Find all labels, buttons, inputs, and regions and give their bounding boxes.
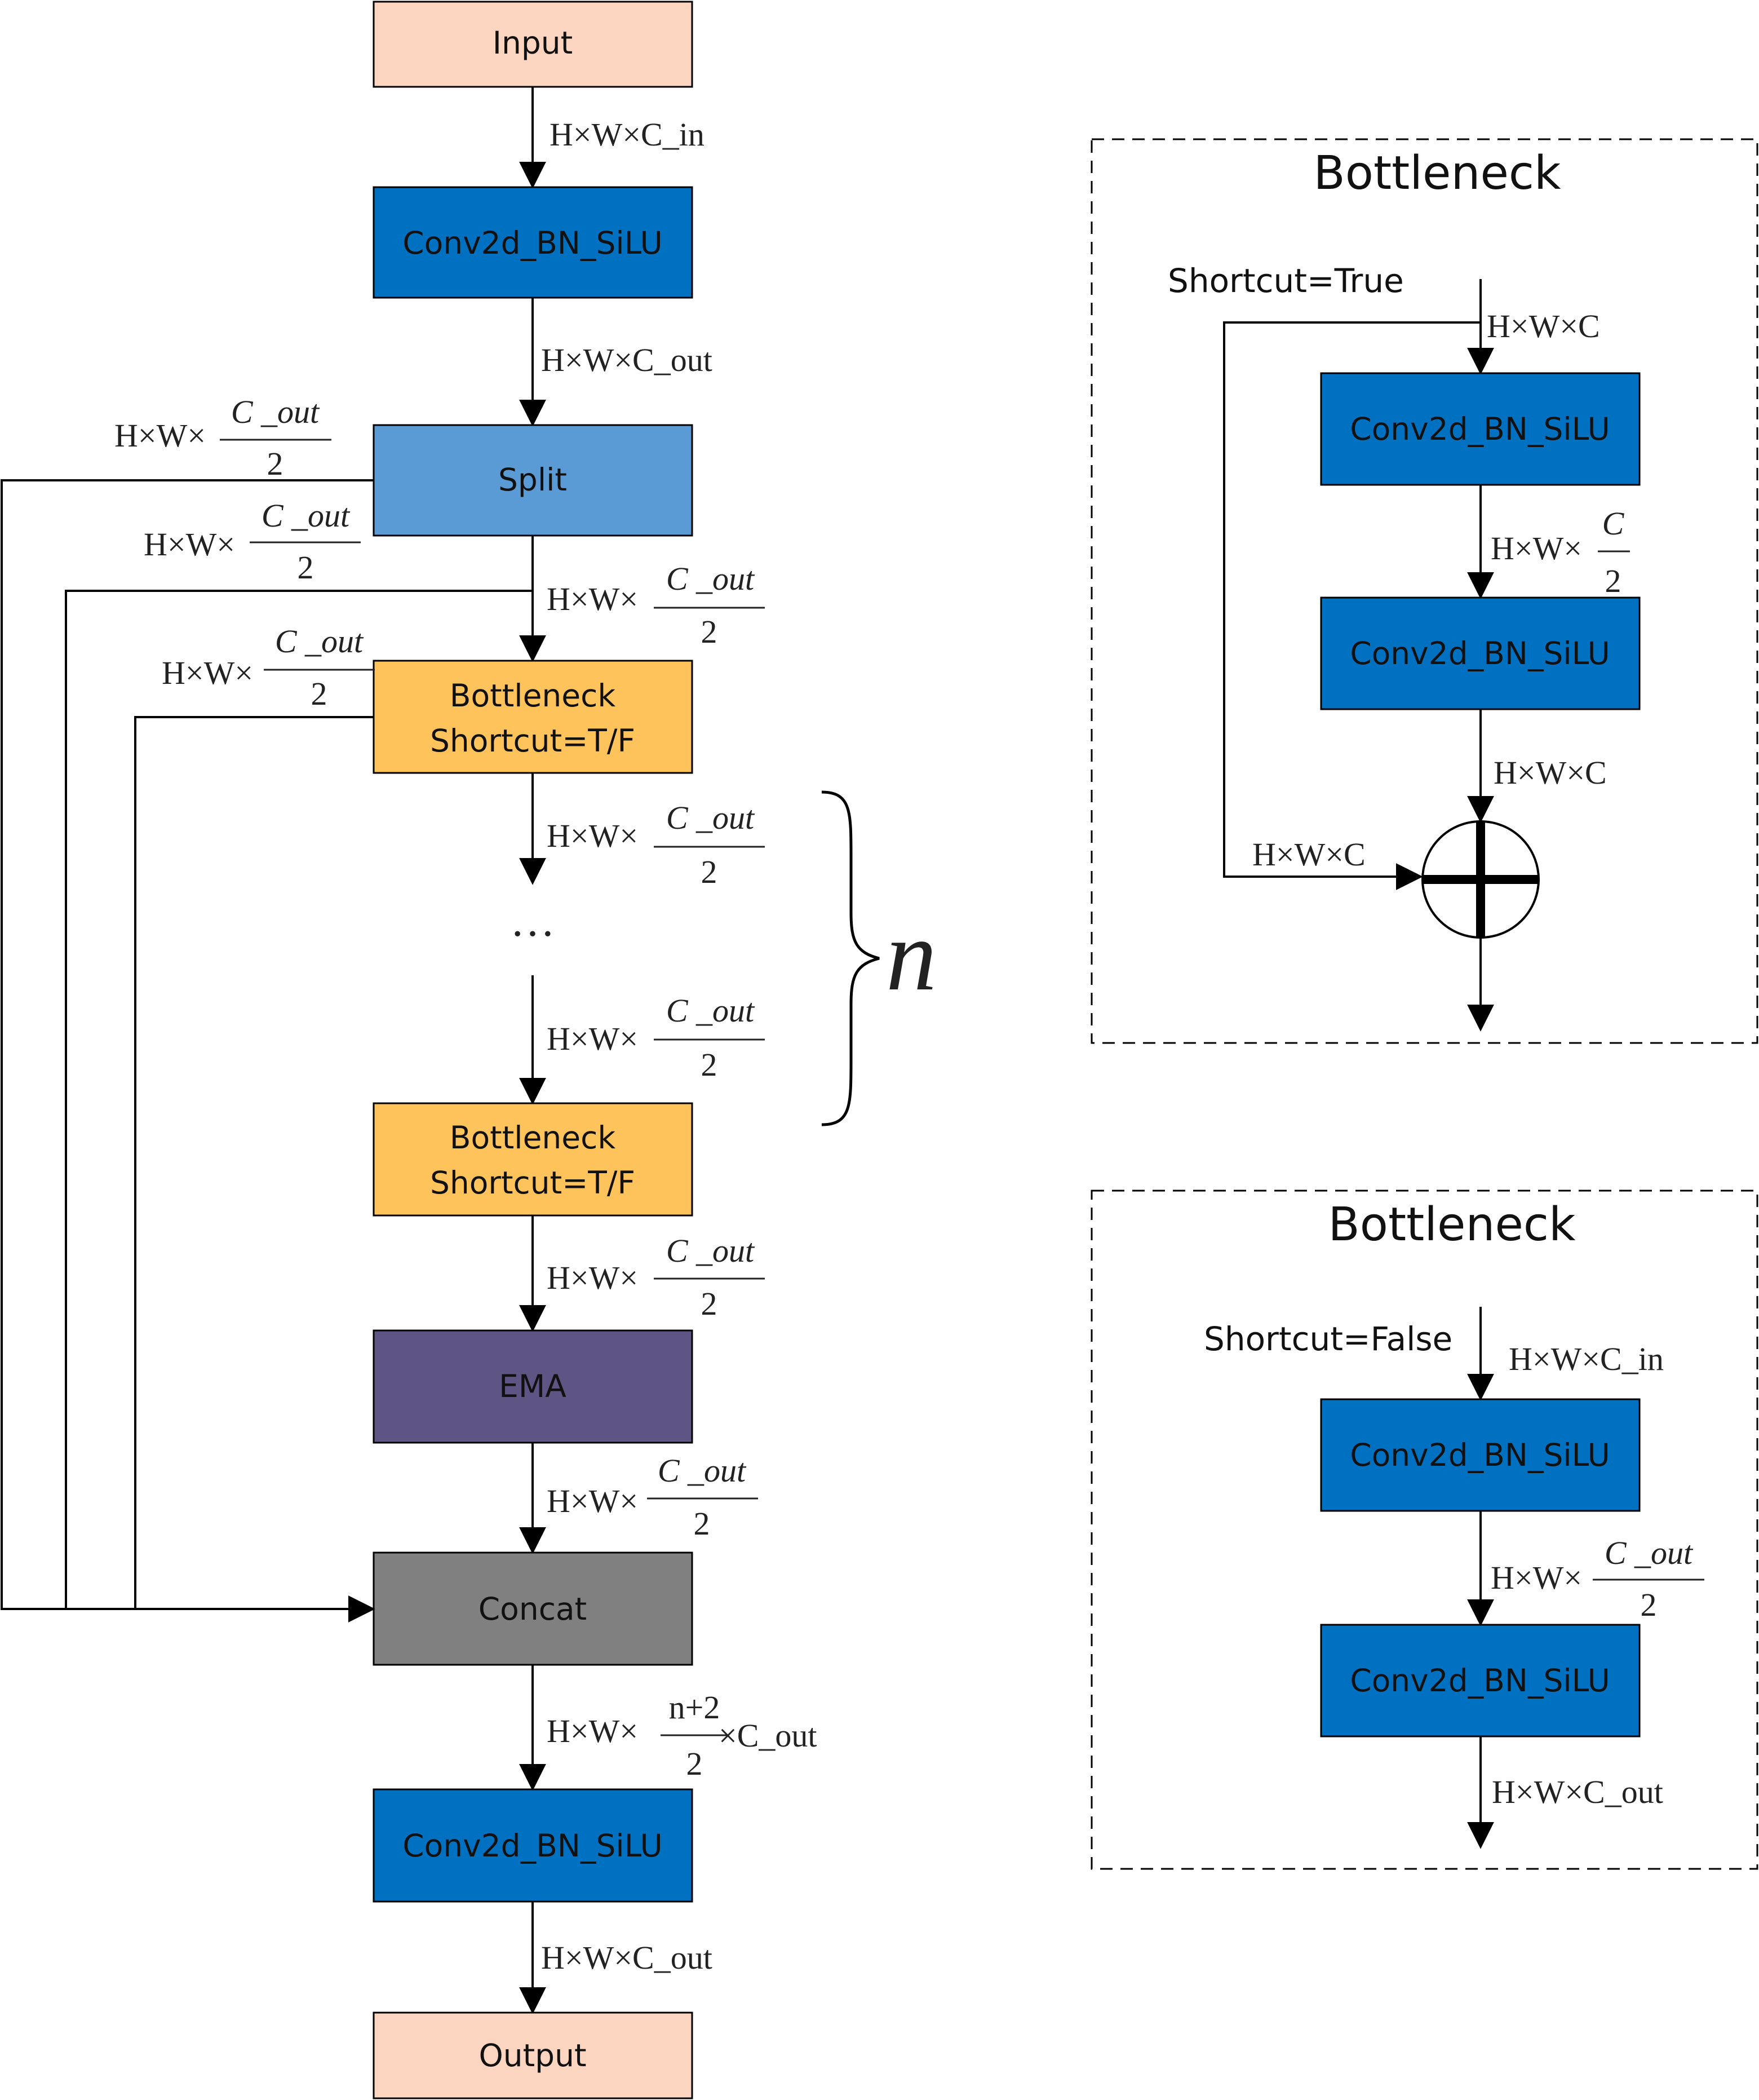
conv-top-label: Conv2d_BN_SiLU: [402, 225, 663, 261]
bt-label-c-frac: H×W× C 2: [1491, 505, 1630, 599]
bt-conv2-box: [1320, 596, 1641, 710]
svg-text:2: 2: [686, 1745, 703, 1782]
split-label: Split: [498, 462, 567, 498]
concat-box: [373, 1551, 693, 1666]
bottleneck-false-shortcut: Shortcut=False: [1204, 1320, 1452, 1358]
label-skip-outer-frac: H×W× C _out 2: [114, 394, 331, 482]
svg-text:H×W×: H×W×: [162, 655, 253, 691]
bottleneck1-label-1: Bottleneck: [450, 678, 616, 714]
svg-text:2: 2: [701, 854, 717, 890]
output-box: [373, 2011, 693, 2099]
label-hwc-in: H×W×C_in: [550, 116, 705, 153]
svg-text:n+2: n+2: [669, 1689, 720, 1726]
bottleneck-true-frame: [1091, 138, 1758, 1044]
label-skip-inner-frac: H×W× C _out 2: [162, 623, 375, 712]
label-split-b1-frac: H×W× C _out 2: [547, 560, 765, 650]
svg-text:C _out: C _out: [658, 1452, 747, 1489]
svg-text:2: 2: [701, 613, 717, 650]
bt-conv2-label: Conv2d_BN_SiLU: [1350, 635, 1610, 671]
svg-text:2: 2: [701, 1285, 717, 1322]
svg-text:×C_out: ×C_out: [719, 1717, 817, 1754]
bottleneck-true-shortcut: Shortcut=True: [1168, 262, 1404, 300]
bf-conv1-label: Conv2d_BN_SiLU: [1350, 1437, 1610, 1473]
label-hwc-out-2: H×W×C_out: [541, 1939, 712, 1976]
conv-bottom-box: [373, 1788, 693, 1903]
bottleneck2-label-1: Bottleneck: [450, 1120, 616, 1156]
svg-text:C _out: C _out: [1605, 1535, 1694, 1571]
conv-top-box: [373, 186, 693, 299]
svg-text:C _out: C _out: [666, 799, 755, 836]
svg-text:H×W×: H×W×: [547, 1483, 638, 1519]
svg-text:H×W×: H×W×: [1491, 530, 1582, 567]
input-label: Input: [493, 25, 573, 61]
ema-label: EMA: [499, 1368, 566, 1404]
svg-text:H×W×: H×W×: [547, 817, 638, 854]
svg-text:H×W×: H×W×: [547, 1259, 638, 1296]
bottleneck-false-title: Bottleneck: [1328, 1198, 1576, 1252]
ema-box: [373, 1329, 693, 1444]
bf-conv2-label: Conv2d_BN_SiLU: [1350, 1663, 1610, 1699]
label-b2-ema-frac: H×W× C _out 2: [547, 1232, 765, 1322]
skip-line-outer: [1, 479, 374, 1610]
svg-text:2: 2: [694, 1505, 710, 1542]
svg-text:C _out: C _out: [666, 1232, 755, 1269]
label-skip-middle-frac: H×W× C _out 2: [144, 497, 361, 586]
bt-label-hwc-2: H×W×C: [1494, 754, 1607, 791]
svg-text:H×W×: H×W×: [1491, 1559, 1582, 1596]
repeat-brace: [821, 790, 880, 1126]
bf-conv1-box: [1320, 1398, 1641, 1512]
svg-text:2: 2: [311, 675, 327, 712]
svg-text:C _out: C _out: [262, 497, 351, 534]
bf-label-hwc-out: H×W×C_out: [1492, 1774, 1663, 1810]
bt-label-hwc-3: H×W×C: [1252, 836, 1366, 873]
conv-bottom-label: Conv2d_BN_SiLU: [402, 1828, 663, 1864]
ellipsis: …: [510, 896, 555, 946]
skip-line-middle: [65, 590, 533, 1610]
bt-conv1-label: Conv2d_BN_SiLU: [1350, 411, 1610, 447]
label-concat-conv-frac: H×W× n+2 2 ×C_out: [547, 1689, 817, 1782]
concat-label: Concat: [478, 1591, 587, 1627]
bottleneck1-label-2: Shortcut=T/F: [430, 723, 635, 759]
input-box: [373, 1, 693, 88]
label-ellipsis-b2-frac: H×W× C _out 2: [547, 992, 765, 1083]
label-b1-ellipsis-frac: H×W× C _out 2: [547, 799, 765, 890]
bottleneck2-box: [373, 1102, 693, 1217]
svg-text:H×W×: H×W×: [547, 581, 638, 617]
svg-text:2: 2: [298, 549, 314, 586]
svg-text:C _out: C _out: [275, 623, 364, 660]
bottleneck-true-title: Bottleneck: [1314, 147, 1561, 200]
svg-text:H×W×: H×W×: [144, 526, 235, 563]
svg-text:H×W×: H×W×: [114, 417, 206, 454]
repeat-count-n: n: [886, 899, 937, 1011]
svg-text:H×W×: H×W×: [547, 1713, 638, 1749]
bottleneck-true-panel: Bottleneck Shortcut=True H×W×C Conv2d_BN…: [1091, 138, 1758, 1044]
bottleneck1-box: [373, 660, 693, 774]
output-label: Output: [478, 2037, 586, 2074]
svg-text:2: 2: [267, 445, 283, 482]
svg-text:C _out: C _out: [231, 394, 320, 430]
label-ema-concat-frac: H×W× C _out 2: [547, 1452, 758, 1542]
bt-conv1-box: [1320, 372, 1641, 486]
svg-text:2: 2: [1605, 563, 1621, 599]
svg-text:C: C: [1602, 505, 1625, 542]
svg-text:H×W×: H×W×: [547, 1020, 638, 1057]
bottleneck2-label-2: Shortcut=T/F: [430, 1165, 635, 1201]
svg-text:2: 2: [701, 1046, 717, 1083]
bf-label-hwc-in: H×W×C_in: [1509, 1341, 1664, 1377]
label-hwc-out-1: H×W×C_out: [541, 342, 712, 378]
bottleneck-false-panel: Bottleneck Shortcut=False H×W×C_in Conv2…: [1091, 1190, 1758, 1870]
svg-text:C _out: C _out: [666, 560, 755, 597]
bf-label-frac: H×W× C _out 2: [1491, 1535, 1704, 1623]
svg-text:2: 2: [1641, 1586, 1657, 1623]
bt-shortcut-line: [1223, 321, 1481, 890]
skip-line-inner: [134, 716, 375, 1622]
main-flow: Input H×W×C_in Conv2d_BN_SiLU H×W×C_out …: [1, 1, 937, 2099]
bt-label-hwc-1: H×W×C: [1487, 308, 1600, 344]
svg-text:C _out: C _out: [666, 992, 755, 1029]
bf-conv2-box: [1320, 1624, 1641, 1738]
bottleneck-false-frame: [1091, 1190, 1758, 1870]
